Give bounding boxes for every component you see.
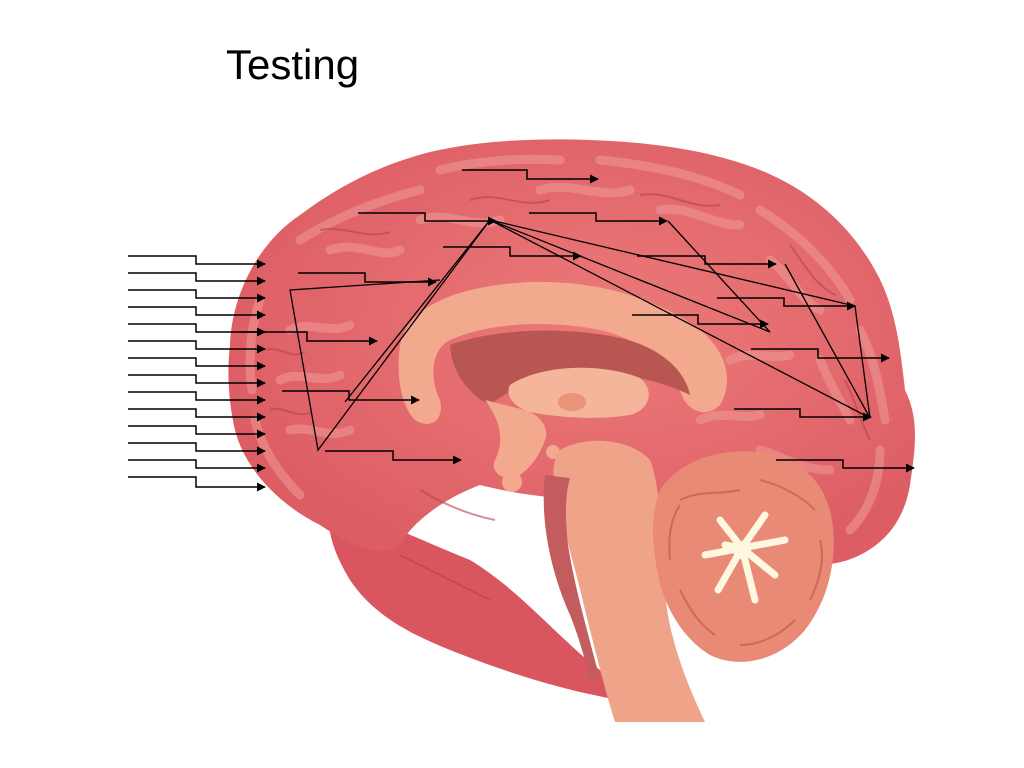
temporal-lobe	[328, 505, 620, 700]
interthalamic-adhesion	[558, 393, 586, 411]
brainstem	[553, 440, 705, 722]
arbor-vitae	[701, 511, 789, 604]
thalamus	[508, 367, 649, 418]
slide-title: Testing	[226, 41, 360, 88]
corpus-callosum	[398, 281, 728, 424]
cerebellum-folia	[668, 479, 823, 646]
inner-label-pointers	[240, 169, 915, 473]
left-label-pointers	[128, 255, 266, 492]
gyri-texture	[245, 154, 890, 535]
mammillary-body	[546, 445, 560, 459]
pons-shadow	[543, 475, 600, 680]
hub-connector-lines	[289, 219, 871, 452]
arbor-vitae-core	[733, 541, 751, 559]
hypothalamus	[485, 400, 547, 479]
pituitary	[502, 472, 522, 492]
